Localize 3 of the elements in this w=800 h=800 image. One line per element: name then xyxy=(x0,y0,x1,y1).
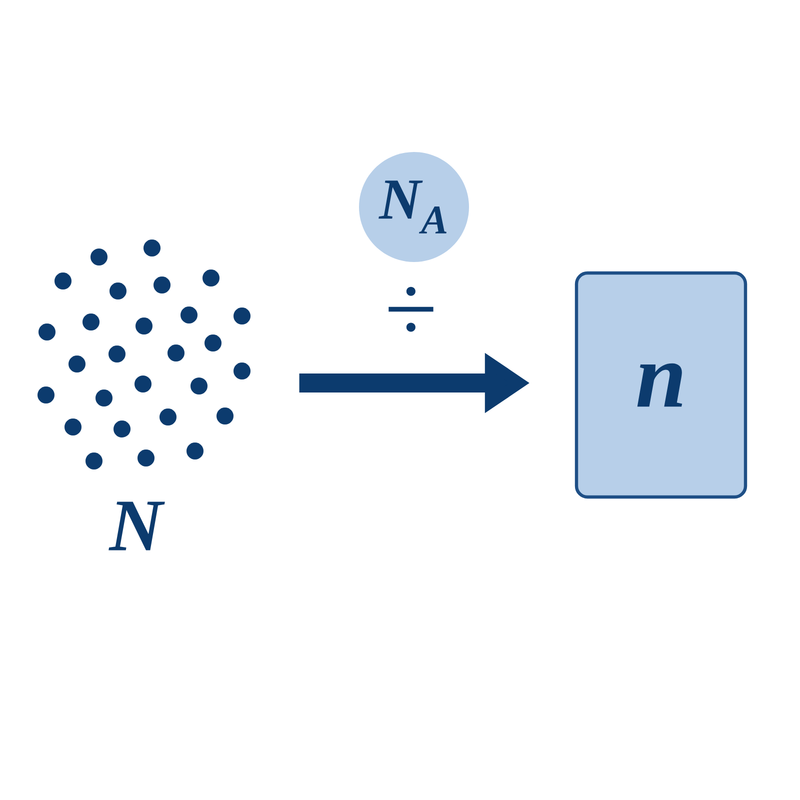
variable-label: N xyxy=(108,502,165,550)
quantity-box: n xyxy=(574,271,748,499)
edge-label: ÷ xyxy=(383,285,439,343)
